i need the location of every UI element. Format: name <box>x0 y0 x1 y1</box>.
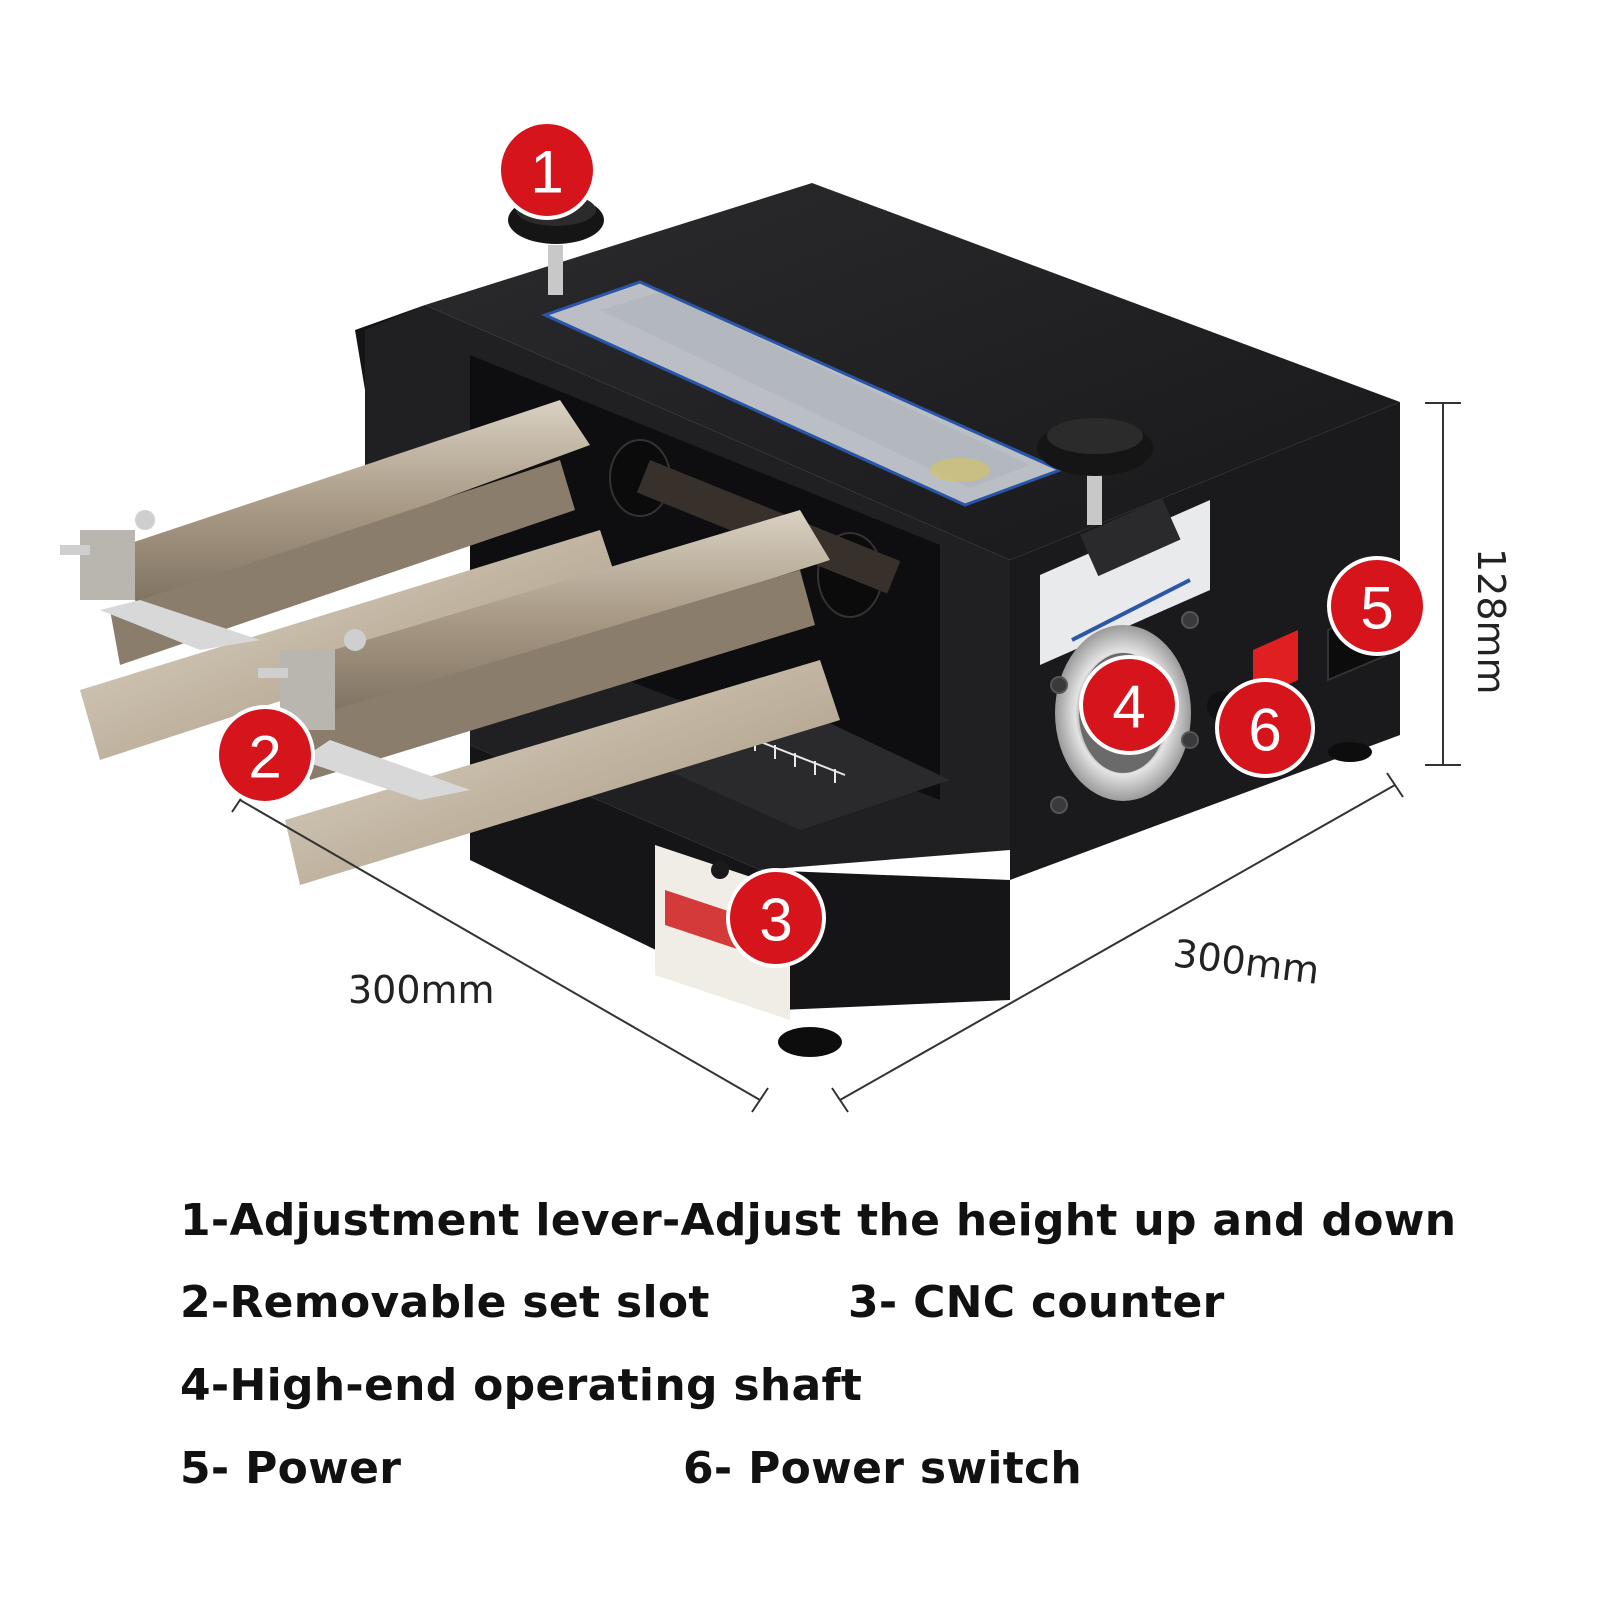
legend-item-4: 4-High-end operating shaft <box>180 1360 863 1411</box>
callout-badge-3: 3 <box>726 868 826 968</box>
legend-item-1: 1-Adjustment lever-Adjust the height up … <box>180 1195 1457 1246</box>
legend-item-3: 3- CNC counter <box>848 1277 1225 1328</box>
knob-stem <box>548 245 563 295</box>
removable-slot-arm-front <box>258 510 840 885</box>
callout-badge-5: 5 <box>1327 556 1427 656</box>
callout-badge-6: 6 <box>1215 678 1315 778</box>
callout-badge-1: 1 <box>497 120 597 220</box>
dim-depth-label: 300mm <box>348 968 495 1012</box>
top-label-yellow <box>930 458 990 482</box>
svg-text:1: 1 <box>530 139 563 206</box>
top-label-blur <box>600 292 1030 488</box>
legend-item-5: 5- Power <box>180 1443 402 1494</box>
dim-depth-line <box>239 799 761 1101</box>
counter-button <box>711 861 729 879</box>
screws <box>1050 611 1199 814</box>
svg-text:2: 2 <box>248 724 281 791</box>
machine-top <box>425 183 1400 560</box>
svg-text:6: 6 <box>1248 697 1281 764</box>
front-plate-window <box>1080 498 1181 577</box>
dim-width-label: 300mm <box>1171 931 1322 993</box>
dimension-lines <box>231 402 1461 1113</box>
legend-item-6: 6- Power switch <box>683 1443 1083 1494</box>
dim-height-label: 128mm <box>1469 548 1513 695</box>
callout-badge-2: 2 <box>215 705 315 805</box>
svg-text:4: 4 <box>1112 674 1145 741</box>
dim-width-line <box>839 784 1396 1101</box>
foot <box>778 1027 842 1057</box>
foot <box>1328 742 1372 762</box>
knob-stem <box>1087 470 1102 525</box>
callout-badge-4: 4 <box>1079 655 1179 755</box>
svg-text:3: 3 <box>759 887 792 954</box>
svg-text:5: 5 <box>1360 575 1393 642</box>
legend-item-2: 2-Removable set slot <box>180 1277 710 1328</box>
front-plate-arrow <box>1071 578 1191 642</box>
